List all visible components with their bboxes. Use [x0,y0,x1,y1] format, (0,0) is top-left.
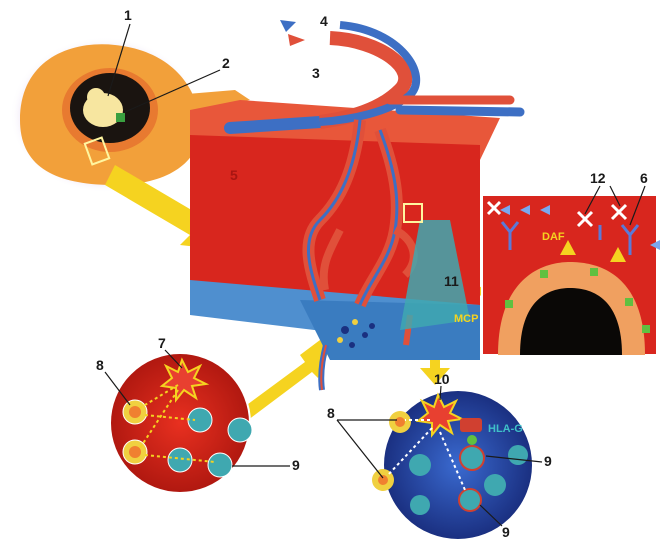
label-9-right: 9 [544,453,552,469]
label-8-left: 8 [96,357,104,373]
label-9-left: 9 [292,457,300,473]
label-12: 12 [590,170,606,186]
label-2: 2 [222,55,230,71]
label-mcp: MCP [454,313,478,325]
label-8-bottom: 8 [327,405,335,421]
embryo-head [87,88,105,106]
label-4: 4 [320,13,328,29]
inset-panel: DAF MCP [454,195,660,355]
arrow-in-icon [288,34,305,46]
label-daf: DAF [542,231,565,243]
label-7: 7 [158,335,166,351]
left-circle-inset [110,353,252,493]
label-11: 11 [444,273,459,289]
label-3: 3 [312,65,320,81]
label-5: 5 [230,167,238,183]
arrow-out-icon [280,20,296,32]
label-hla-g: HLA-G [488,423,523,435]
label-9-bottom: 9 [502,524,510,539]
arrow-tissue-to-left-circle [240,340,330,420]
label-6: 6 [640,170,648,186]
label-10: 10 [434,371,450,387]
bottom-circle-inset: HLA-G [372,390,533,539]
embryo-marker [116,113,125,122]
label-1: 1 [124,7,132,23]
